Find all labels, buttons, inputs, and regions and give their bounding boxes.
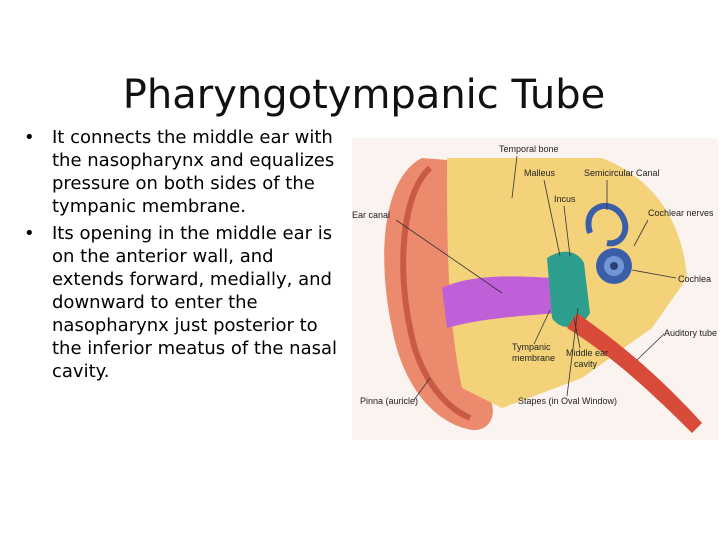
label-semicircular-canal: Semicircular Canal xyxy=(584,168,660,178)
label-ear-canal: Ear canal xyxy=(352,210,390,220)
label-cochlear-nerves: Cochlear nerves xyxy=(648,208,714,218)
label-tympanic-membrane-line2: membrane xyxy=(512,353,555,363)
leader-middle-ear-cavity xyxy=(573,317,581,349)
slide-title: Pharyngotympanic Tube xyxy=(122,71,606,118)
cochlea-core xyxy=(610,262,618,270)
label-auditory-tube: Auditory tube xyxy=(664,328,717,338)
ear-anatomy-figure: Temporal bone Malleus Semicircular Canal… xyxy=(352,138,718,440)
bullet-dot: • xyxy=(24,127,35,148)
label-temporal-bone: Temporal bone xyxy=(499,144,559,154)
label-incus: Incus xyxy=(554,194,576,204)
leader-cochlea xyxy=(631,269,677,279)
label-malleus: Malleus xyxy=(524,168,556,178)
bullet-text: It connects the middle ear with the naso… xyxy=(52,127,335,217)
bullet-item: • Its opening in the middle ear is on th… xyxy=(20,222,350,383)
label-cochlea: Cochlea xyxy=(678,274,711,284)
leader-stapes xyxy=(566,307,579,397)
leader-tympanic-membrane xyxy=(533,309,551,345)
label-middle-ear-cavity-line2: cavity xyxy=(574,359,598,369)
label-middle-ear-cavity-line1: Middle ear xyxy=(566,348,608,358)
ear-anatomy-illustration: Temporal bone Malleus Semicircular Canal… xyxy=(352,138,718,440)
label-pinna: Pinna (auricle) xyxy=(360,396,418,406)
leader-malleus xyxy=(543,179,561,257)
pinna-shape xyxy=(384,158,493,431)
middle-ear-shape xyxy=(547,251,590,328)
bullet-list: • It connects the middle ear with the na… xyxy=(20,126,350,387)
leader-temporal-bone xyxy=(511,155,518,199)
leader-incus xyxy=(563,205,571,257)
bullet-text: Its opening in the middle ear is on the … xyxy=(52,223,338,382)
leader-auditory-tube xyxy=(636,333,665,361)
label-stapes: Stapes (in Oval Window) xyxy=(518,396,617,406)
label-tympanic-membrane-line1: Tympanic xyxy=(512,342,551,352)
bullet-item: • It connects the middle ear with the na… xyxy=(20,126,350,218)
ear-canal-shape xyxy=(442,276,557,328)
leader-pinna xyxy=(413,377,431,401)
auditory-tube-shape xyxy=(567,313,702,433)
semicircular-canal-shape xyxy=(585,202,629,247)
leader-cochlear-nerves xyxy=(633,219,649,247)
bullet-dot: • xyxy=(24,223,35,244)
leader-ear-canal xyxy=(395,219,503,294)
pinna-rim xyxy=(400,165,472,421)
